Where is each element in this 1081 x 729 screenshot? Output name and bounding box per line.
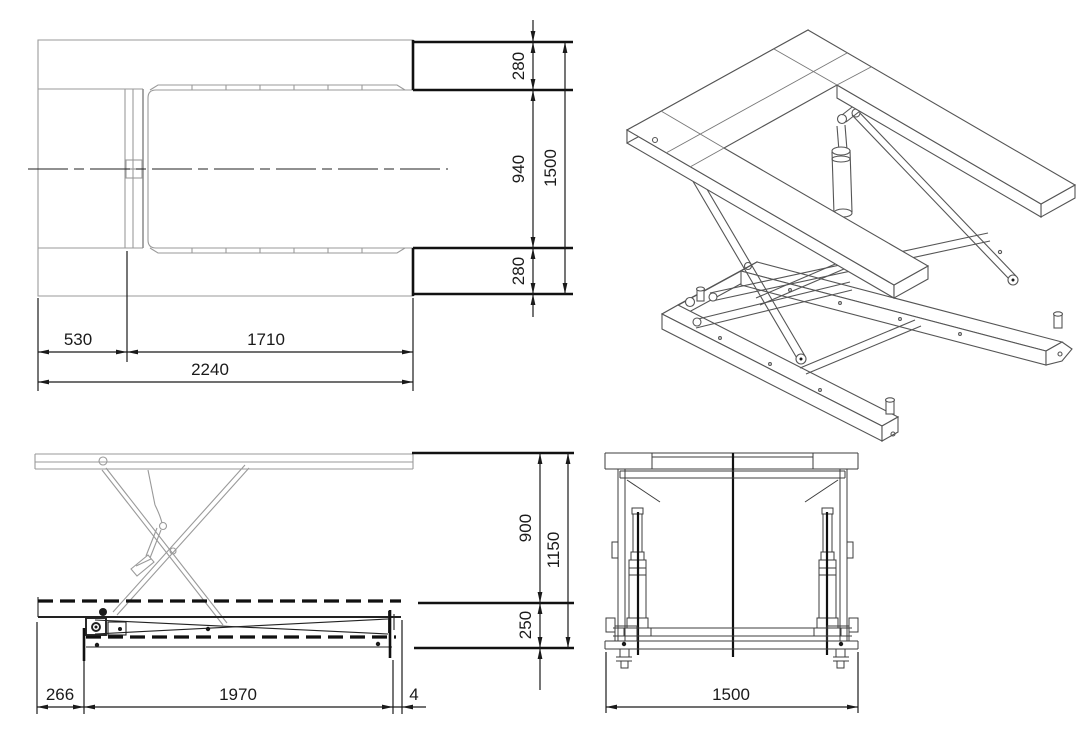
side-raised-platform: [34, 453, 414, 470]
dim-min-height: 250: [516, 611, 535, 639]
dim-base-length: 1970: [219, 685, 257, 704]
side-view: 900 1150 250 266 1970 4: [34, 451, 574, 714]
front-view: 1500: [604, 452, 859, 713]
side-dimensions: 900 1150 250 266 1970 4: [36, 453, 571, 714]
dim-channel-width: 940: [509, 155, 528, 183]
front-base: [604, 617, 859, 669]
side-scissor: [99, 464, 250, 626]
plan-dimensions: 280 940 280 1500 530 1710 2240: [37, 20, 568, 391]
side-extension-lines: [412, 451, 574, 650]
dim-overhang-left: 266: [46, 685, 74, 704]
dim-opening: 1710: [247, 330, 285, 349]
side-lowered-position: [37, 597, 401, 661]
dim-max-height: 1150: [544, 532, 563, 569]
front-dimensions: 1500: [605, 652, 859, 713]
dim-flange-top: 280: [509, 52, 528, 80]
dim-closed-end: 530: [64, 330, 92, 349]
dim-overhang-right: 4: [409, 685, 418, 704]
dim-stroke: 900: [516, 514, 535, 542]
dim-overall-width: 1500: [541, 149, 560, 187]
dim-overall-length: 2240: [191, 360, 229, 379]
plan-platform: [28, 39, 448, 297]
iso-platform: [625, 29, 1077, 299]
iso-cylinder: [831, 103, 861, 218]
front-frame: [611, 469, 854, 641]
dim-front-width: 1500: [712, 685, 750, 704]
front-platform: [604, 452, 859, 470]
iso-base: [660, 249, 1073, 442]
dim-flange-bottom: 280: [509, 257, 528, 285]
plan-view: 280 940 280 1500 530 1710 2240: [28, 20, 573, 391]
iso-view: [625, 29, 1077, 442]
plan-extension-lines: [411, 40, 573, 296]
